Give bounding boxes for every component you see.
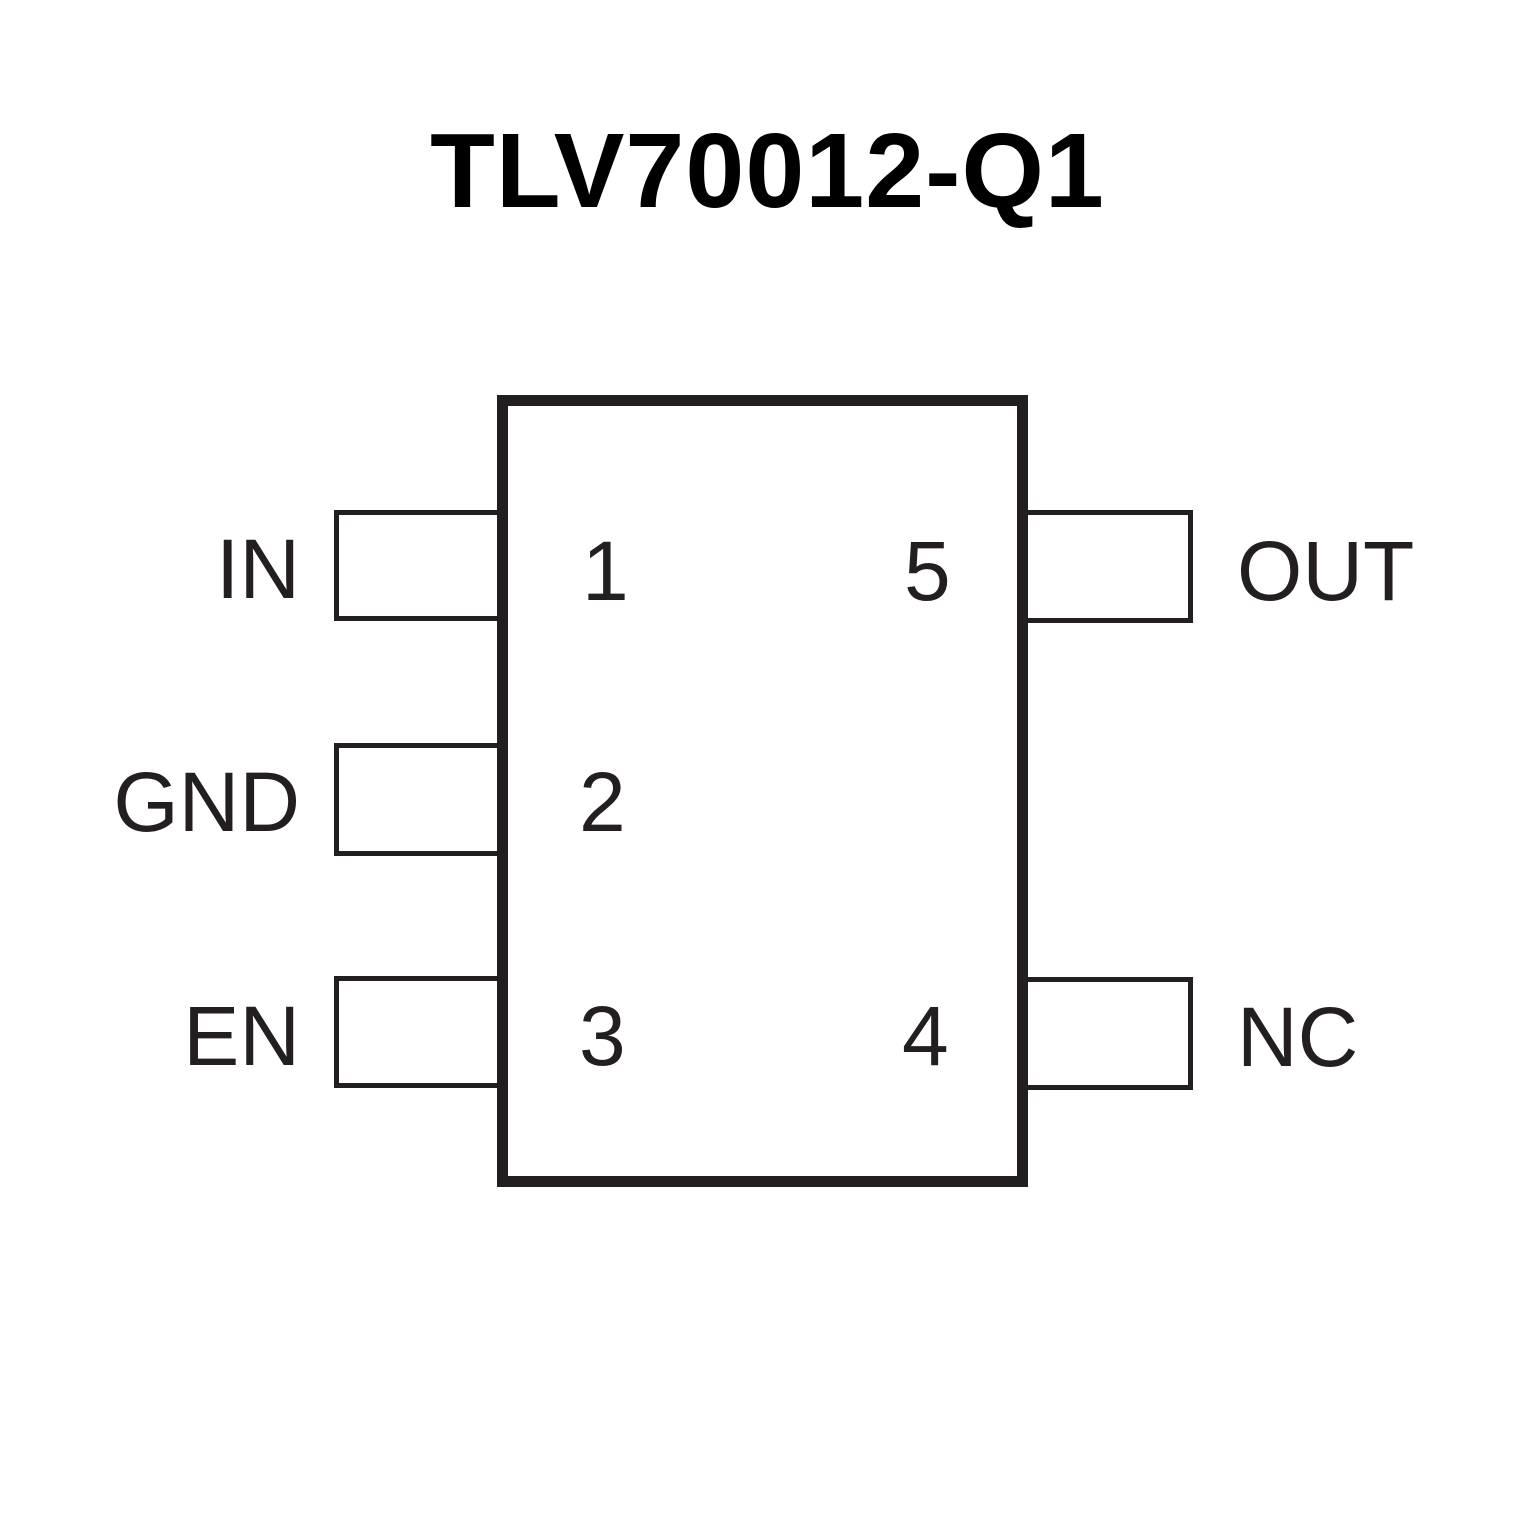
- pin-number-5: 5: [904, 524, 951, 618]
- pin-box-nc: [1023, 977, 1193, 1090]
- pin-label-nc: NC: [1237, 990, 1359, 1084]
- pin-box-out: [1023, 510, 1193, 623]
- pin-label-gnd: GND: [113, 755, 300, 849]
- pin-box-gnd: [334, 743, 504, 856]
- pin-label-out: OUT: [1237, 524, 1415, 618]
- pin-label-en: EN: [183, 989, 300, 1083]
- pin-box-en: [334, 976, 504, 1088]
- pin-number-2: 2: [579, 755, 626, 849]
- ic-package-body: [497, 395, 1028, 1187]
- pin-label-in: IN: [216, 522, 300, 616]
- pin-number-1: 1: [582, 524, 629, 618]
- pin-number-4: 4: [902, 989, 949, 1083]
- chip-title: TLV70012-Q1: [430, 112, 1105, 230]
- pin-box-in: [334, 510, 504, 621]
- pin-number-3: 3: [579, 989, 626, 1083]
